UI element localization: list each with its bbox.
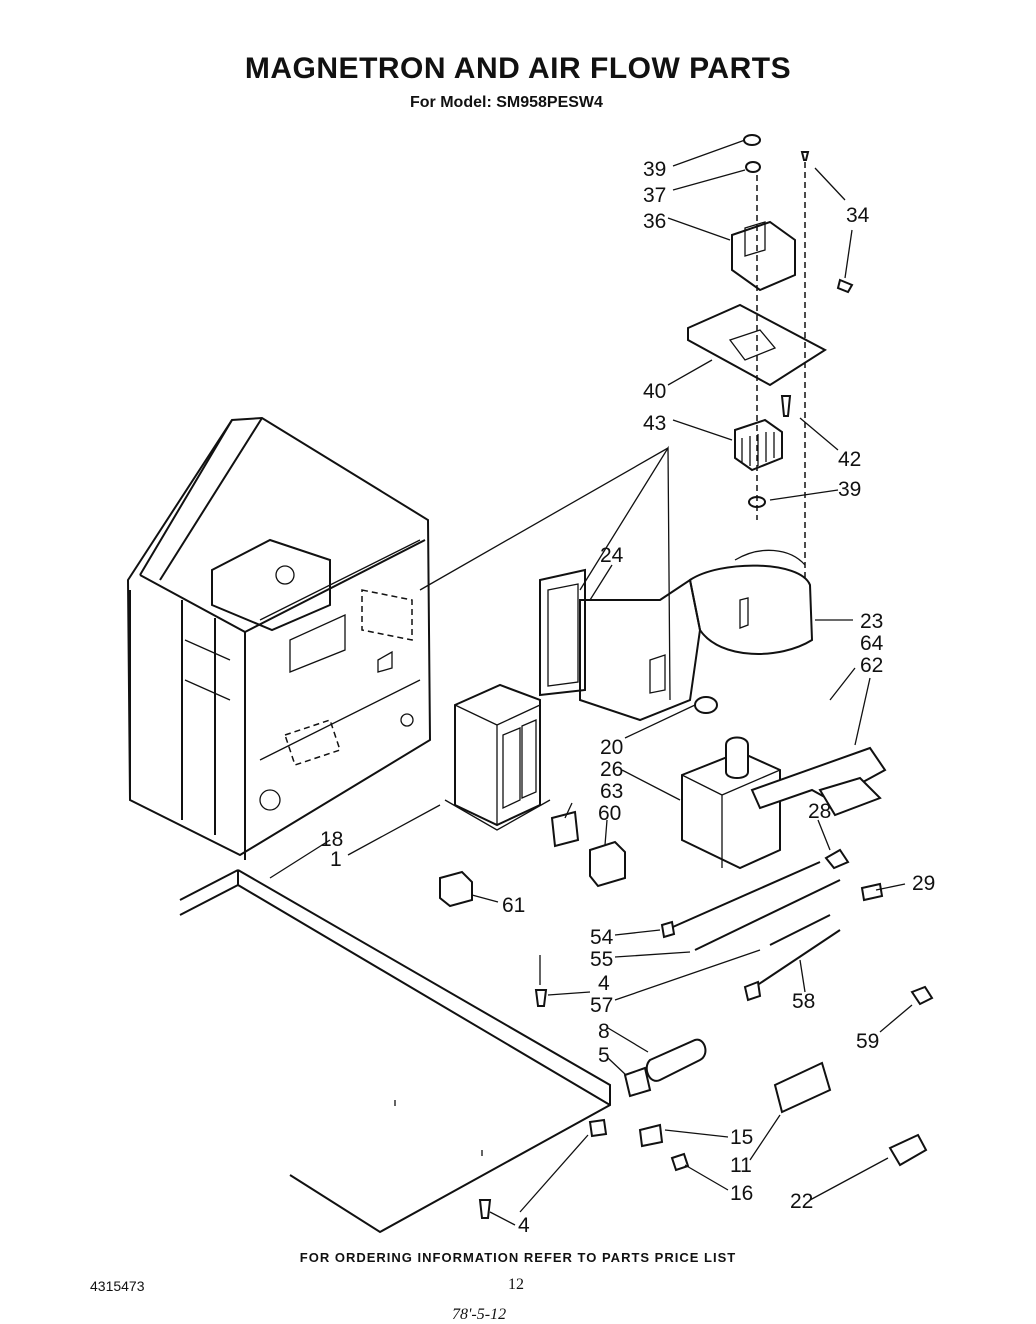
callout-18: 18 <box>320 828 343 851</box>
callout-23: 23 <box>860 610 883 633</box>
callout-37: 37 <box>643 184 666 207</box>
callout-20: 20 <box>600 736 623 759</box>
callout-1: 1 <box>330 848 342 871</box>
callout-39-top: 39 <box>643 158 666 181</box>
callout-labels: 39 37 36 34 40 42 43 39 24 23 64 62 20 2… <box>320 158 935 1237</box>
callout-59: 59 <box>856 1030 879 1053</box>
callout-29: 29 <box>912 872 935 895</box>
callout-28: 28 <box>808 800 831 823</box>
callout-40: 40 <box>643 380 666 403</box>
callout-4-bottom: 4 <box>518 1214 530 1237</box>
callout-5: 5 <box>598 1044 610 1067</box>
ordering-info-note: FOR ORDERING INFORMATION REFER TO PARTS … <box>299 1250 737 1265</box>
callout-58: 58 <box>792 990 815 1013</box>
page-title: MAGNETRON AND AIR FLOW PARTS <box>244 52 792 85</box>
callout-8: 8 <box>598 1020 610 1043</box>
fan-motor-assembly-drawing <box>419 134 854 701</box>
base-plate-drawing <box>179 869 611 1234</box>
model-subtitle: For Model: SM958PESW4 <box>410 94 603 111</box>
callout-24: 24 <box>600 544 624 567</box>
callout-4-middle: 4 <box>598 972 610 995</box>
callout-16: 16 <box>730 1182 753 1205</box>
components-drawing <box>439 683 934 1219</box>
page-number: 12 <box>508 1276 524 1293</box>
callout-39-bottom: 39 <box>838 478 861 501</box>
cabinet-drawing <box>126 416 432 860</box>
callout-43: 43 <box>643 412 666 435</box>
leader-lines <box>269 139 913 1226</box>
callout-63: 63 <box>600 780 623 803</box>
document-number: 4315473 <box>90 1278 145 1294</box>
callout-54: 54 <box>590 926 614 949</box>
callout-34: 34 <box>846 204 870 227</box>
callout-64: 64 <box>860 632 884 655</box>
callout-55: 55 <box>590 948 613 971</box>
callout-61: 61 <box>502 894 525 917</box>
callout-26: 26 <box>600 758 623 781</box>
callout-42: 42 <box>838 448 861 471</box>
callout-22: 22 <box>790 1190 813 1213</box>
callout-60: 60 <box>598 802 621 825</box>
callout-15: 15 <box>730 1126 753 1149</box>
callout-36: 36 <box>643 210 666 233</box>
air-duct-drawing <box>539 549 814 722</box>
callout-11: 11 <box>730 1154 752 1177</box>
callout-57: 57 <box>590 994 613 1017</box>
callout-62: 62 <box>860 654 883 677</box>
bottom-code: 78'-5-12 <box>452 1306 507 1323</box>
